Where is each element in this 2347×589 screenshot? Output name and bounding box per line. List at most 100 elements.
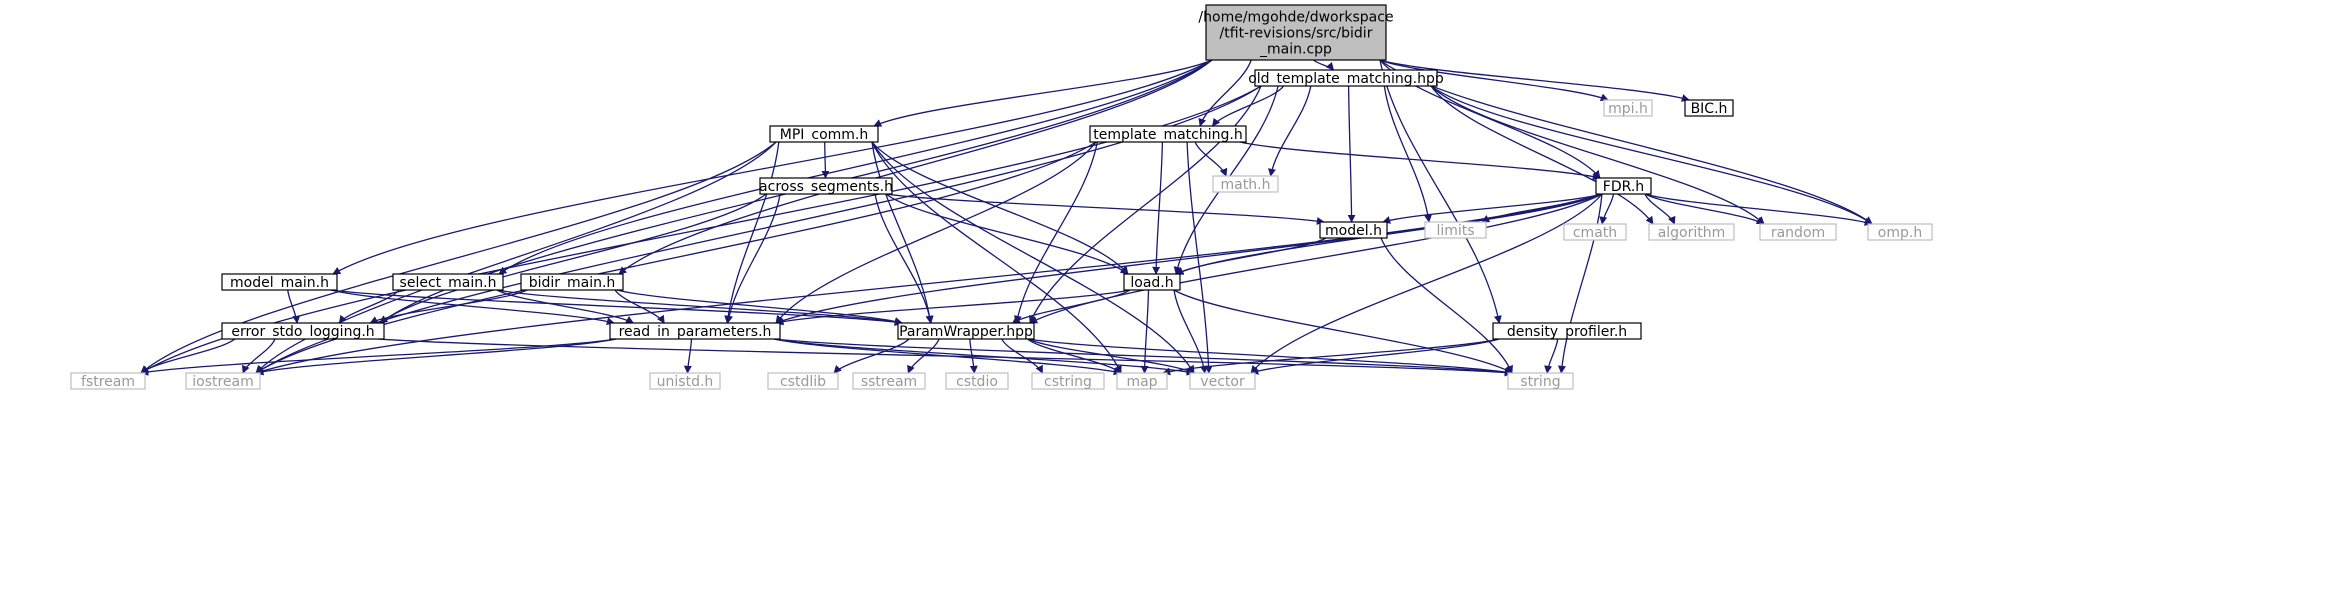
edge-select_main-to-error_log [338, 289, 400, 324]
node-omp-h[interactable]: omp.h [1867, 223, 1933, 241]
node-root[interactable]: /home/mgohde/dworkspace/tfit-revisions/s… [1198, 4, 1394, 61]
node-bidir-main[interactable]: bidir_main.h [520, 273, 624, 291]
edge-mpi_comm-to-fstream [140, 141, 777, 374]
node-box [1089, 125, 1247, 143]
edge-param_wrapper-to-map [1027, 338, 1122, 374]
edge-old_tm-to-omp_h [1430, 85, 1873, 225]
edge-param_wrapper-to-string [1027, 338, 1513, 376]
node-box [649, 372, 721, 390]
node-cstdio[interactable]: cstdio [945, 372, 1009, 390]
node-string[interactable]: string [1507, 372, 1574, 390]
node-box [520, 273, 624, 291]
edge-root-to-density_profiler [1379, 59, 1502, 324]
edge-mpi_comm-to-map [871, 141, 1122, 374]
node-box [1319, 221, 1388, 239]
node-density-profiler[interactable]: density_profiler.h [1492, 322, 1642, 340]
node-box [769, 125, 879, 143]
node-cstring[interactable]: cstring [1031, 372, 1105, 390]
node-param-wrapper[interactable]: ParamWrapper.hpp [897, 322, 1035, 340]
node-fdr-h[interactable]: FDR.h [1595, 177, 1652, 195]
node-label: algorithm [1658, 225, 1726, 241]
edge-across_segments-to-read_params [725, 193, 781, 324]
node-unistd-h[interactable]: unistd.h [649, 372, 721, 390]
edge-select_main-to-param_wrapper [496, 289, 903, 326]
edge-param_wrapper-to-cstdio [969, 338, 978, 374]
node-load-h[interactable]: load.h [1123, 273, 1181, 291]
node-label: read_in_parameters.h [619, 324, 772, 340]
node-label: model.h [1325, 223, 1382, 239]
node-label: ParamWrapper.hpp [899, 324, 1033, 340]
edge-fdr_h-to-vector [1250, 193, 1603, 374]
edge-load_h-to-vector [1173, 289, 1208, 374]
node-across-segments[interactable]: across_segments.h [759, 177, 893, 195]
node-error-log[interactable]: error_stdo_logging.h [221, 322, 385, 340]
node-iostream[interactable]: iostream [185, 372, 261, 390]
node-label: cstdio [956, 374, 998, 390]
node-vector[interactable]: vector [1189, 372, 1256, 390]
node-mpi-h[interactable]: mpi.h [1603, 99, 1653, 117]
node-box [1867, 223, 1933, 241]
node-box [1563, 223, 1627, 241]
node-label: BIC.h [1691, 101, 1728, 117]
node-template-matching[interactable]: template_matching.h [1089, 125, 1247, 143]
node-box [1507, 372, 1574, 390]
node-old-tm[interactable]: old_template_matching.hpp [1248, 69, 1444, 87]
edge-fdr_h-to-random [1644, 193, 1765, 225]
node-math-h[interactable]: math.h [1212, 175, 1279, 193]
edge-model_main-to-param_wrapper [330, 289, 903, 327]
edge-mpi_comm-to-read_params [724, 141, 780, 324]
node-read-params[interactable]: read_in_parameters.h [609, 322, 781, 340]
node-select-main[interactable]: select_main.h [392, 273, 504, 291]
node-model-main[interactable]: model_main.h [221, 273, 338, 291]
edge-old_tm-to-random [1430, 85, 1765, 225]
node-box [70, 372, 146, 390]
edge-root-to-model_main [332, 59, 1213, 275]
node-box [1031, 372, 1105, 390]
node-bic-h[interactable]: BIC.h [1684, 99, 1734, 117]
node-label: unistd.h [657, 374, 714, 390]
edge-read_params-to-fstream [140, 338, 617, 376]
edge-fdr_h-to-cmath [1599, 193, 1615, 225]
edge-param_wrapper-to-cstring [1001, 338, 1044, 374]
edge-across_segments-to-load_h [885, 193, 1129, 275]
edge-old_tm-to-algorithm [1430, 85, 1654, 225]
edge-across_segments-to-model_h [885, 193, 1325, 225]
node-label: omp.h [1878, 225, 1922, 241]
node-random[interactable]: random [1759, 223, 1837, 241]
node-algorithm[interactable]: algorithm [1648, 223, 1735, 241]
node-cstdlib[interactable]: cstdlib [767, 372, 839, 390]
node-cmath[interactable]: cmath [1563, 223, 1627, 241]
node-fstream[interactable]: fstream [70, 372, 146, 390]
node-map[interactable]: map [1116, 372, 1168, 390]
edge-mpi_comm-to-across_segments [821, 141, 830, 179]
node-label: old_template_matching.hpp [1248, 71, 1444, 87]
edge-fdr_h-to-omp_h [1644, 193, 1873, 226]
node-label: cstring [1044, 374, 1092, 390]
edge-mpi_comm-to-iostream [255, 141, 777, 374]
edge-bidir_main-to-param_wrapper [616, 289, 903, 325]
edge-across_segments-to-error_log [379, 193, 767, 324]
node-box [1648, 223, 1735, 241]
node-label: iostream [192, 374, 254, 390]
edge-density_profiler-to-vector [1250, 338, 1500, 375]
node-label: model_main.h [230, 275, 329, 291]
node-mpi-comm[interactable]: MPI_comm.h [769, 125, 879, 143]
node-label: bidir_main.h [529, 275, 616, 291]
edge-template_matching-to-param_wrapper [1013, 141, 1098, 324]
node-label: load.h [1130, 275, 1173, 291]
node-label: across_segments.h [759, 179, 893, 195]
node-limits[interactable]: limits [1424, 221, 1487, 239]
edge-read_params-to-iostream [255, 338, 617, 376]
node-label: random [1771, 225, 1825, 241]
edge-read_params-to-unistd_h [683, 338, 693, 374]
edge-read_params-to-string [773, 338, 1513, 377]
edge-old_tm-to-template_matching [1211, 85, 1285, 127]
node-label: vector [1200, 374, 1245, 390]
edge-model_h-to-string [1380, 237, 1513, 374]
node-label: mpi.h [1608, 101, 1648, 117]
edge-root-to-mpi_comm [873, 59, 1213, 127]
edge-root-to-template_matching [1198, 59, 1252, 127]
node-box [852, 372, 926, 390]
node-model-h[interactable]: model.h [1319, 221, 1388, 239]
node-sstream[interactable]: sstream [852, 372, 926, 390]
